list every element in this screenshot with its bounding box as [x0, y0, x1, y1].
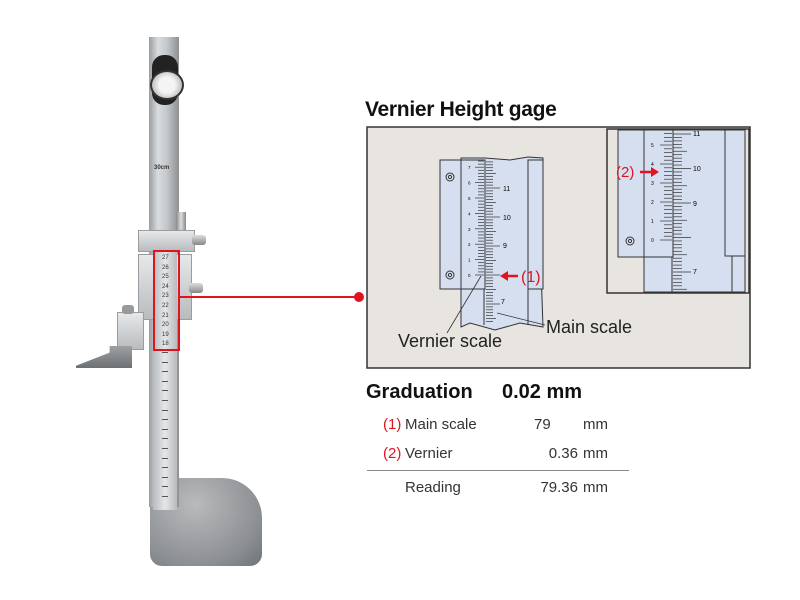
photo-scale-number: 19	[162, 331, 169, 338]
slider-screw	[192, 235, 206, 245]
arrow-icon	[651, 167, 659, 177]
row-value: 0.36	[548, 445, 578, 462]
photo-scale-number: 24	[162, 283, 169, 290]
photo-scale-number: 25	[162, 274, 169, 281]
slider-screw	[189, 283, 203, 293]
photo-scale-number: 21	[162, 312, 169, 319]
vernier-plate-right	[527, 159, 544, 290]
vernier-scale-label: Vernier scale	[398, 331, 502, 351]
photo-scale-tick	[162, 448, 168, 449]
main-scale-strip	[153, 250, 177, 510]
main-scale-name: Main scale	[546, 317, 632, 337]
arrow-icon	[500, 271, 508, 281]
inset-vernier-plate	[617, 129, 674, 258]
photo-scale-tick	[162, 371, 168, 373]
photo-scale-tick	[162, 380, 168, 382]
callout-2: (2)	[616, 164, 634, 181]
photo-scale-tick	[162, 457, 168, 459]
scriber-clamp	[117, 312, 144, 350]
vernier-label: 5	[651, 143, 654, 149]
divider	[367, 470, 629, 471]
graduation-label: Graduation	[366, 381, 473, 403]
vernier-label: 2	[651, 200, 654, 206]
row-unit: mm	[583, 416, 608, 433]
photo-scale-number: 23	[162, 293, 169, 300]
photo-scale-number: 26	[162, 264, 169, 271]
main-scale-label: 9	[503, 243, 507, 250]
vernier-label: 3	[651, 181, 654, 187]
main-scale-label: 7	[693, 269, 697, 276]
vernier-plate	[439, 159, 486, 290]
vernier-label: 1	[651, 219, 654, 225]
row-label: Main scale	[405, 416, 477, 433]
callout-dot	[354, 292, 364, 302]
vernier-label: 4	[468, 211, 471, 216]
beam-label: 30cm	[154, 165, 170, 171]
inset-view: 11 10 9 7 0 1 2 3 4 5 (2)	[606, 128, 750, 294]
photo-scale-number: 18	[162, 341, 169, 348]
fine-adjust-knob-icon	[150, 70, 184, 100]
vernier-label: 4	[651, 162, 654, 168]
total-label: Reading	[405, 479, 461, 496]
main-scale-label: 11	[693, 131, 700, 138]
photo-scale-tick	[162, 476, 168, 478]
photo-scale-tick	[162, 400, 168, 401]
inset-rail	[724, 129, 746, 257]
photo-scale-tick	[162, 467, 168, 469]
row-label: Vernier	[405, 445, 453, 462]
vernier-label: 7	[468, 165, 471, 170]
vernier-label: 3	[468, 227, 471, 232]
clamp-screw	[122, 305, 134, 314]
vernier-label: 5	[468, 196, 471, 201]
row-marker: (2)	[383, 445, 402, 462]
main-scale-label: 11	[503, 186, 510, 193]
page-title: Vernier Height gage	[365, 98, 557, 121]
photo-scale-tick	[162, 361, 168, 363]
main-scale-label: 9	[693, 201, 697, 208]
row-marker: (1)	[383, 416, 402, 433]
main-scale-label: 7	[501, 299, 505, 306]
photo-scale-tick	[162, 409, 168, 411]
photo-scale-number: 22	[162, 303, 169, 309]
main-view: 11 10 9 7 0 1 2 3 4 5 6 7 (1) Vernier scale Mai…	[398, 156, 632, 351]
vernier-label: 0	[651, 238, 654, 244]
photo-scale-tick	[162, 438, 168, 440]
photo-scale-tick	[162, 496, 168, 497]
photo-scale-number: 27	[162, 255, 169, 261]
photo-scale-tick	[162, 428, 168, 430]
screw-icon	[445, 172, 455, 182]
total-unit: mm	[583, 479, 608, 496]
callout-line	[178, 296, 359, 298]
photo-scale-tick	[162, 419, 168, 421]
photo-scale-tick	[162, 486, 168, 488]
total-value: 79.36	[540, 479, 578, 496]
graduation-value: 0.02 mm	[502, 381, 583, 403]
photo-scale-tick	[162, 390, 168, 392]
vernier-label: 1	[468, 258, 471, 263]
highlight-box	[153, 250, 180, 351]
vernier-label: 6	[468, 181, 471, 186]
vernier-label: 0	[468, 273, 471, 278]
main-scale-label: 10	[503, 215, 511, 222]
main-scale-label: 10	[693, 166, 701, 173]
vernier-label: 2	[468, 242, 471, 247]
photo-scale-number: 20	[162, 322, 169, 329]
lock-screw	[176, 212, 186, 232]
screw-icon	[445, 270, 455, 280]
callout-1: (1)	[521, 269, 541, 286]
photo-scale-tick	[162, 352, 168, 353]
row-value: 79	[534, 416, 551, 433]
row-unit: mm	[583, 445, 608, 462]
screw-icon	[625, 236, 635, 246]
